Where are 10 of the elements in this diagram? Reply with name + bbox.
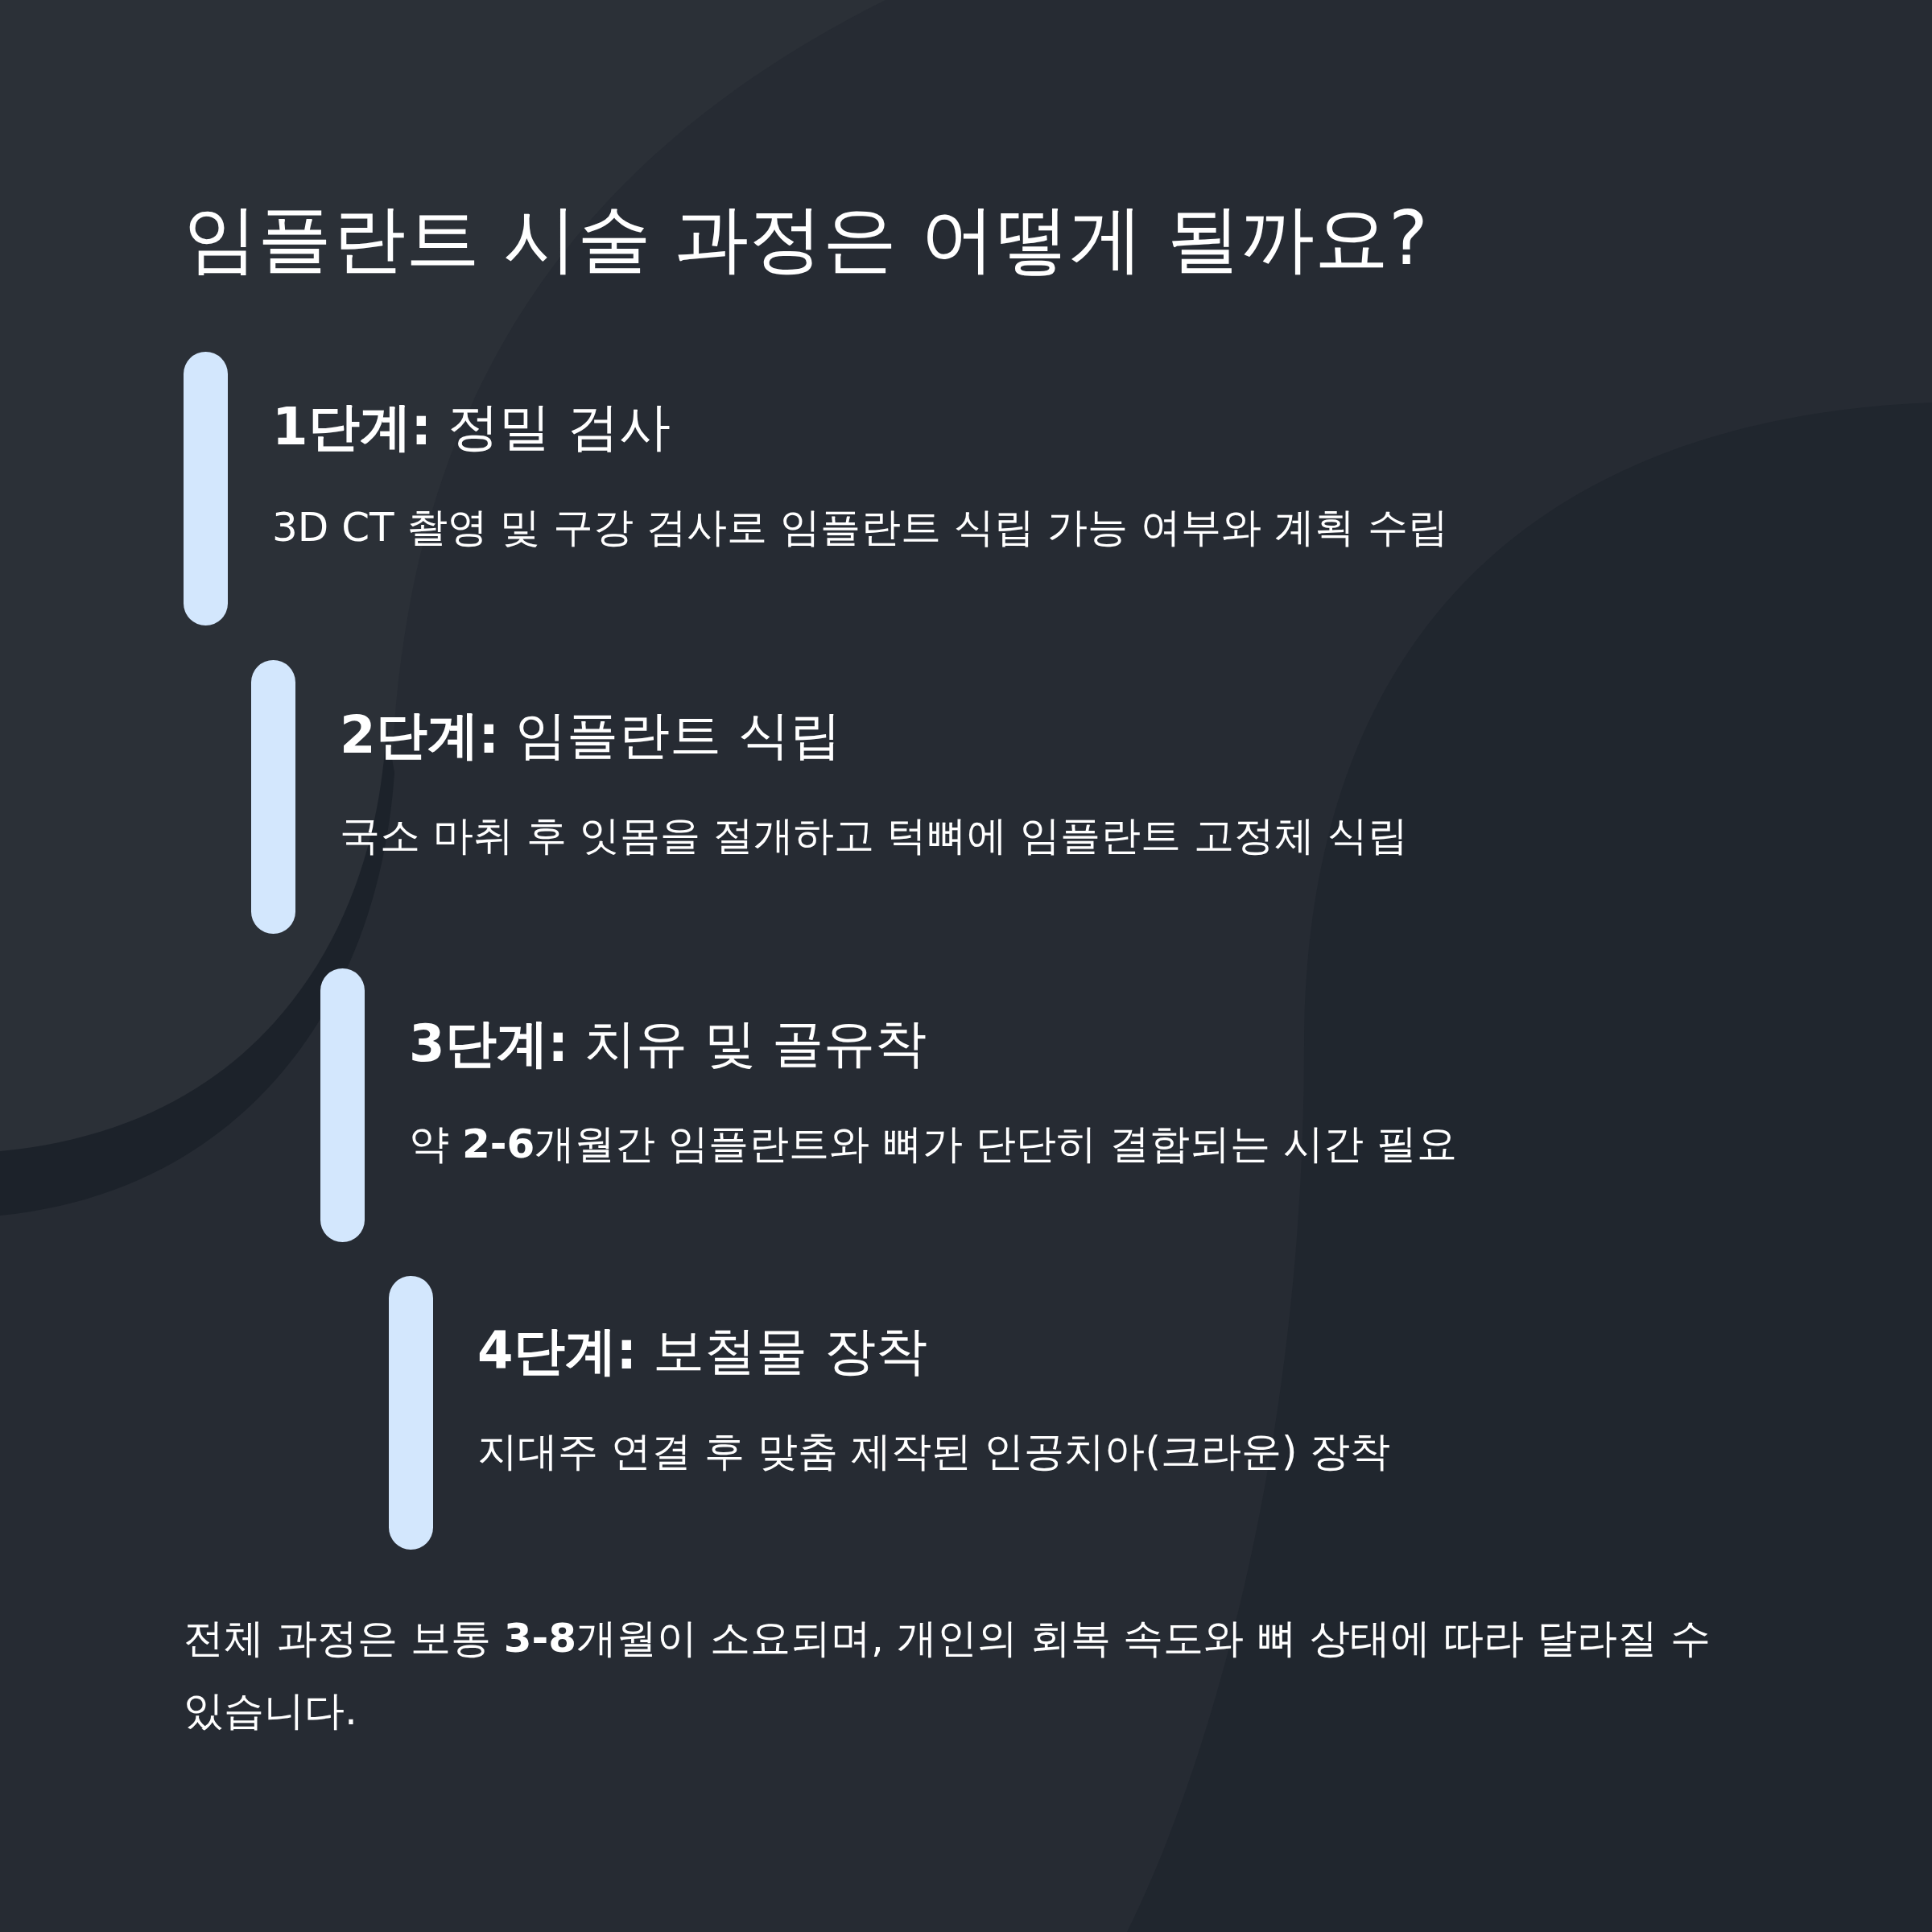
step-heading: 1단계: 정밀 검사 [272, 396, 671, 458]
step-heading: 3단계: 치유 및 골유착 [409, 1013, 927, 1075]
footnote: 전체 과정은 보통 3-8개월이 소요되며, 개인의 회복 속도와 뼈 상태에 따라 달라질 수 있습니다. [184, 1614, 1711, 1736]
step-description: 3D CT 촬영 및 구강 검사로 임플란트 식립 가능 여부와 계획 수립 [272, 503, 1448, 552]
step-description: 국소 마취 후 잇몸을 절개하고 턱뼈에 임플란트 고정체 식립 [340, 811, 1409, 861]
step-heading: 4단계: 보철물 장착 [477, 1320, 927, 1382]
step-description: 지대주 연결 후 맞춤 제작된 인공치아(크라운) 장착 [477, 1427, 1391, 1476]
step-heading: 2단계: 임플란트 식립 [340, 704, 841, 766]
title: 임플란트 시술 과정은 어떻게 될까요? [184, 195, 1428, 283]
step-description: 약 2-6개월간 임플란트와 뼈가 단단히 결합되는 시간 필요 [409, 1120, 1457, 1169]
